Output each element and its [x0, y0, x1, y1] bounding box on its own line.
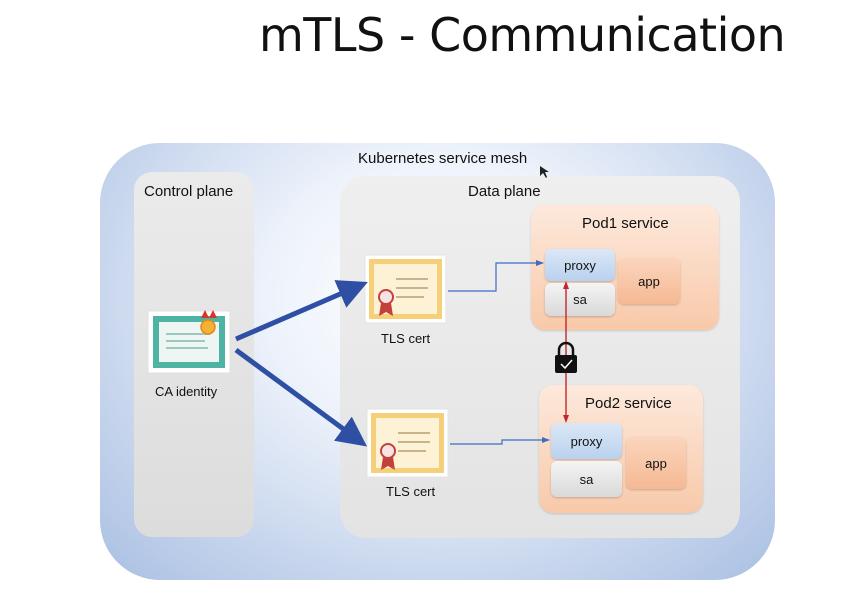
pod1-app: app [618, 258, 680, 304]
control-plane-label: Control plane [144, 183, 234, 200]
pod2-sa: sa [551, 461, 622, 497]
ca-identity-label: CA identity [155, 384, 218, 399]
service-mesh-label: Kubernetes service mesh [358, 150, 528, 167]
tls-cert-label-2: TLS cert [386, 484, 436, 499]
certificate-icon [366, 408, 449, 478]
data-plane-label: Data plane [468, 183, 541, 200]
pod1-label: Pod1 service [582, 215, 669, 232]
cert2-to-proxy2-arrow [450, 437, 550, 445]
certificate-icon [364, 254, 447, 324]
ca-to-cert1-arrow [235, 280, 368, 342]
cert1-to-proxy1-arrow [448, 260, 544, 292]
page-title: mTLS - Communication [259, 8, 786, 62]
pod2-app: app [626, 437, 686, 489]
ca-certificate-icon [147, 310, 231, 374]
pod1-sa: sa [545, 283, 615, 316]
ca-to-cert2-arrow [234, 347, 368, 447]
tls-cert-label-1: TLS cert [381, 331, 431, 346]
cursor-icon [540, 166, 549, 178]
pod1-proxy: proxy [545, 249, 615, 281]
pod2-label: Pod2 service [585, 395, 672, 412]
pod2-proxy: proxy [551, 423, 622, 459]
lock-icon [555, 341, 577, 373]
